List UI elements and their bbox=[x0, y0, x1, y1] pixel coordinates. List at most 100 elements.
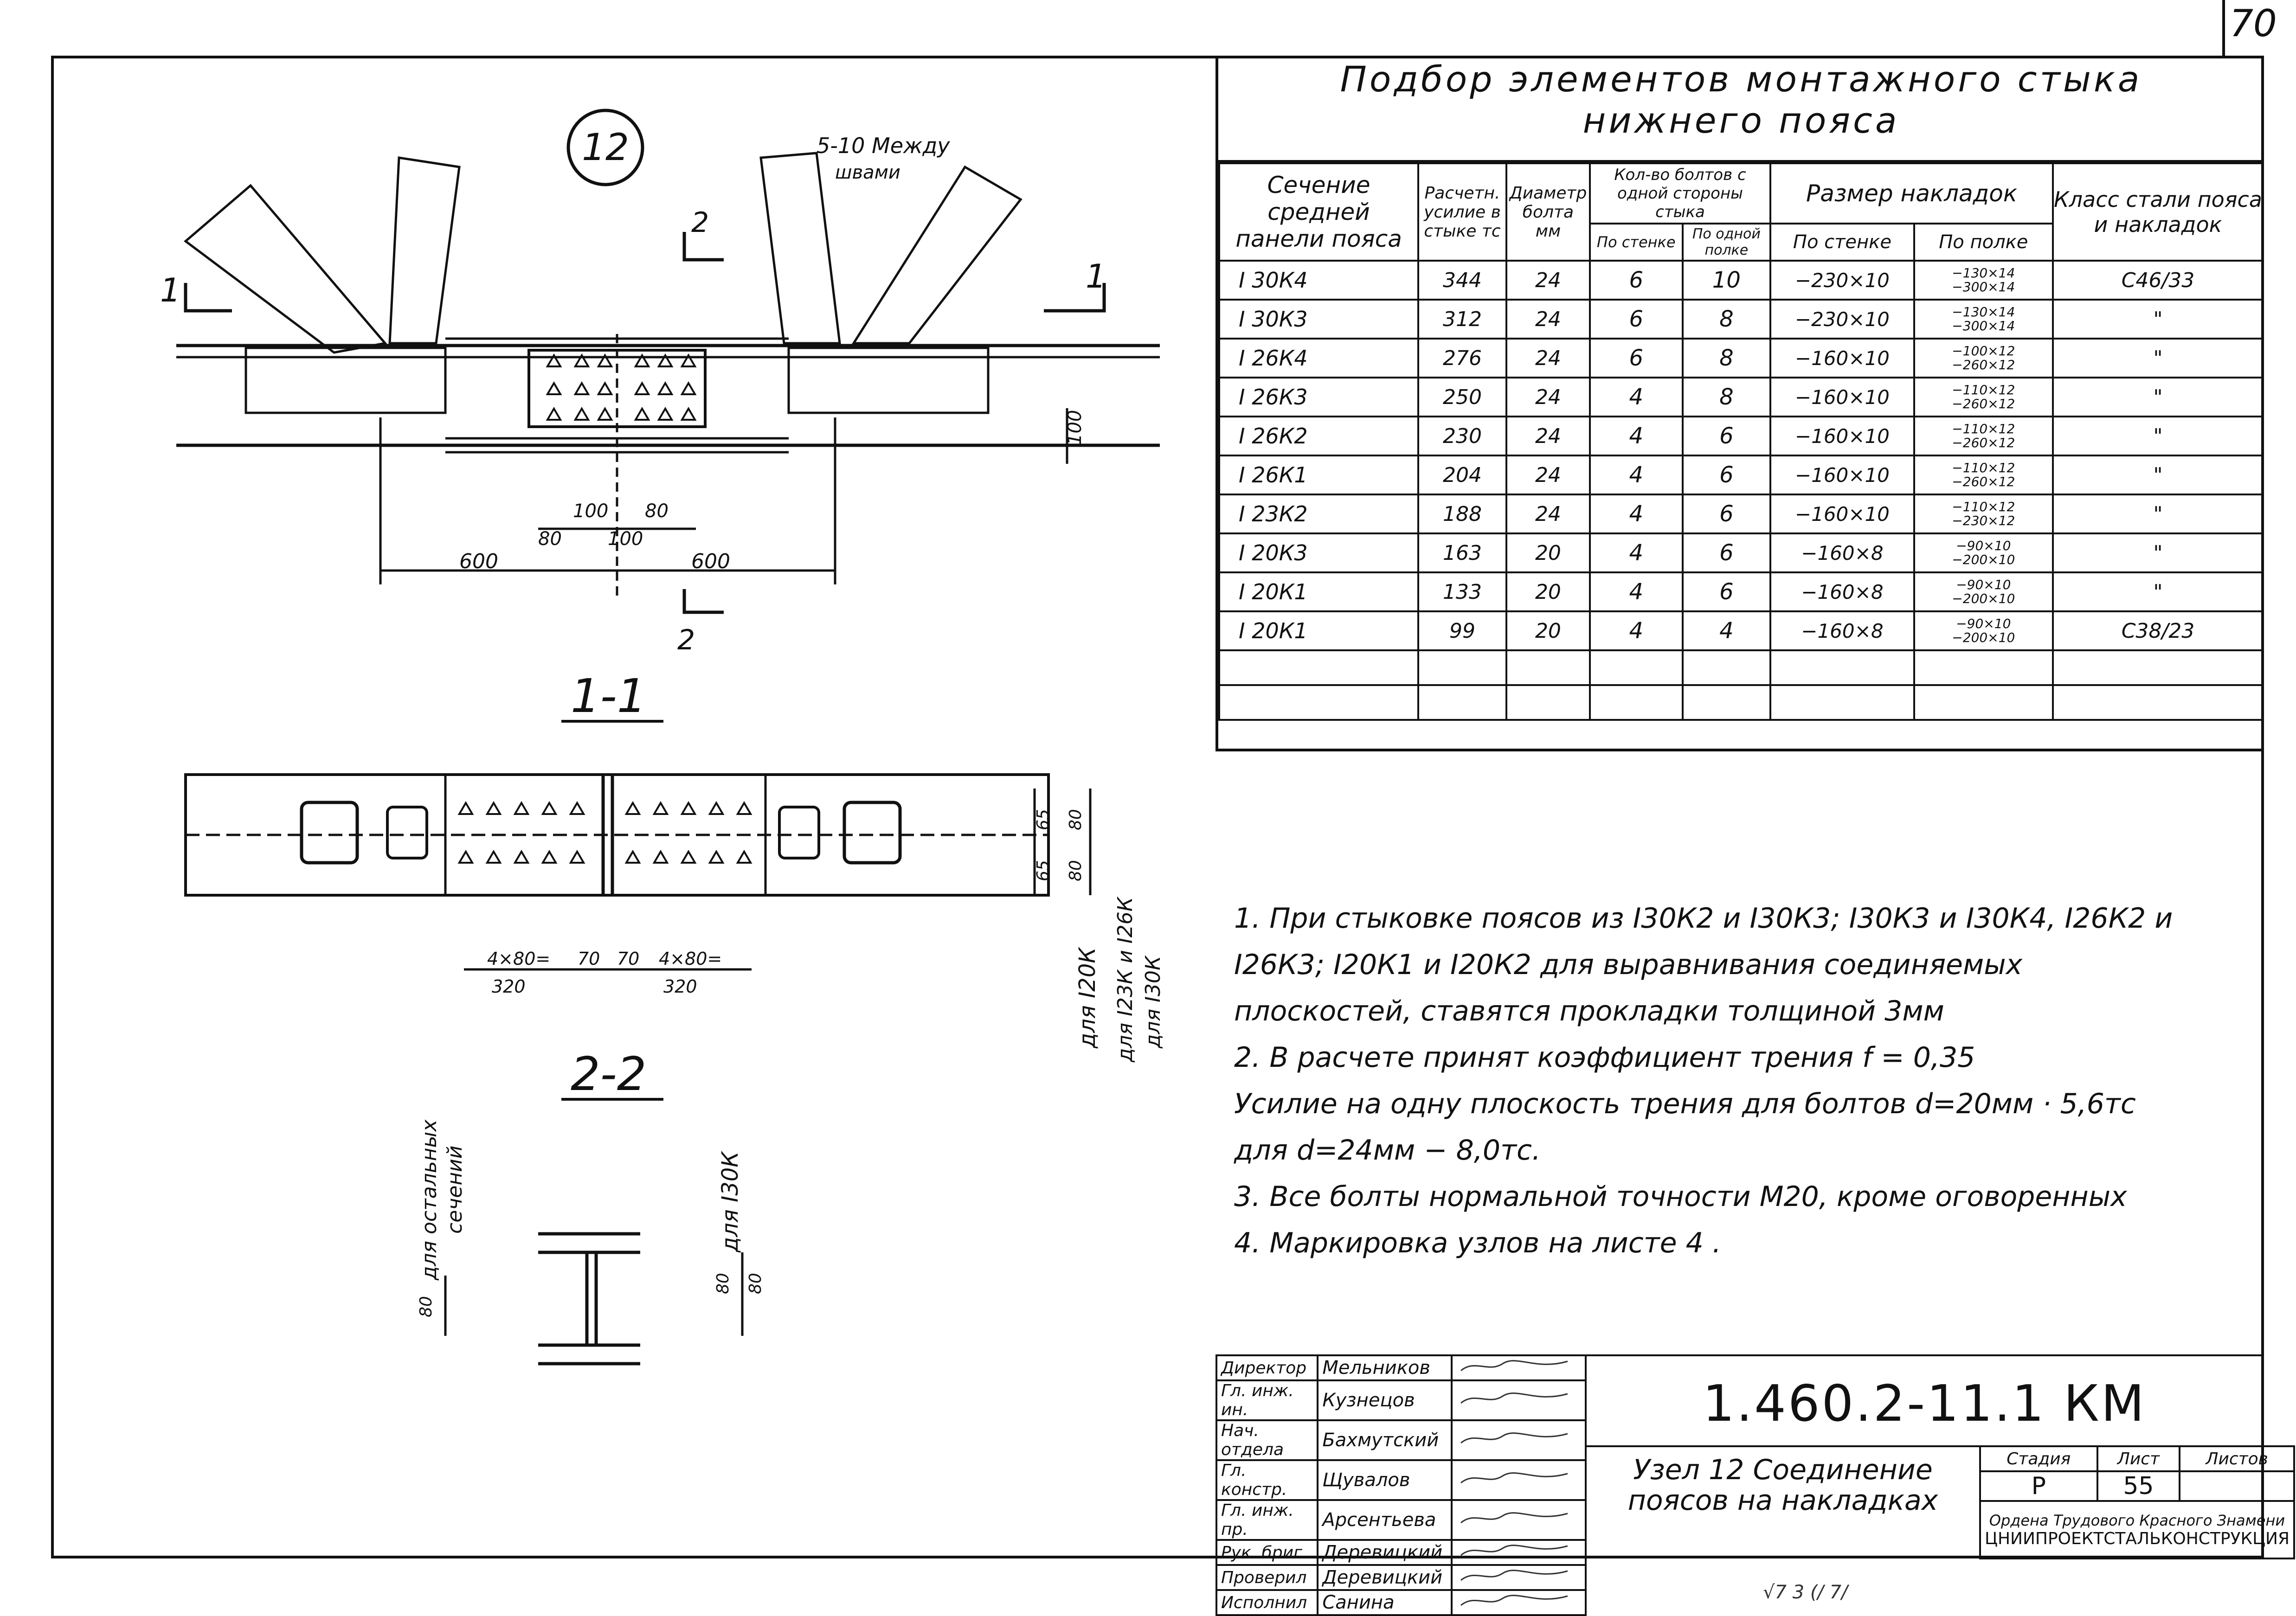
signature-name: Мельников bbox=[1317, 1354, 1453, 1381]
section-1-1-title: 1-1 bbox=[571, 669, 646, 723]
plate-flange-2: −300×14 bbox=[1952, 318, 2015, 333]
signature-role: Гл. инж. пр. bbox=[1215, 1499, 1319, 1541]
s22-label-right: для I30К bbox=[717, 1151, 743, 1253]
plate-flange-1: −110×12 bbox=[1952, 421, 2015, 436]
cell-steel-class: " bbox=[2052, 494, 2264, 534]
cell-force: 344 bbox=[1417, 260, 1507, 301]
plate-flange-2: −200×10 bbox=[1952, 630, 2015, 645]
table-row-empty bbox=[1218, 649, 2264, 686]
cell-bolts-flange: 6 bbox=[1681, 532, 1772, 573]
s11-dim-65b: 65 bbox=[1034, 860, 1053, 881]
box-section-1 bbox=[300, 801, 359, 865]
plate-flange-1: −130×14 bbox=[1952, 265, 2015, 281]
cell-steel-class: " bbox=[2052, 532, 2264, 573]
cell-bolts-flange: 8 bbox=[1681, 338, 1772, 378]
signature-name: Арсентьева bbox=[1317, 1499, 1453, 1541]
node-number-circle bbox=[566, 109, 644, 186]
signature-row: Рук. бриг.Деревицкий bbox=[1215, 1539, 1587, 1566]
th-section: Сечение средней панели пояса bbox=[1218, 162, 1420, 262]
signature-row: Гл. констр.Щувалов bbox=[1215, 1459, 1587, 1501]
cell-section: I 30К3 bbox=[1218, 299, 1420, 340]
box-section-2 bbox=[386, 806, 428, 859]
dim-600-left: 600 bbox=[459, 550, 498, 573]
note-4: 4. Маркировка узлов на листе 4 . bbox=[1234, 1227, 1721, 1259]
s22-label-left-1: для остальных bbox=[418, 1119, 441, 1281]
cell-steel-class: С46/33 bbox=[2052, 260, 2264, 301]
dim-100-side: 100 bbox=[1064, 410, 1086, 445]
i-beam-section bbox=[538, 1232, 640, 1366]
signature bbox=[1451, 1499, 1587, 1541]
th-bolt-count: Кол-во болтов с одной стороны стыка bbox=[1589, 162, 1772, 224]
sheet-corner-number: 70 bbox=[2230, 2, 2277, 45]
cell-plate-web: −160×8 bbox=[1769, 571, 1915, 612]
s11-dim-right: 4×80= bbox=[659, 949, 722, 969]
left-gusset bbox=[244, 346, 447, 414]
sheets-label: Листов bbox=[2179, 1445, 2295, 1472]
notes: 1. При стыковке поясов из I30К2 и I30К3;… bbox=[1234, 895, 2208, 1266]
cell-bolts-web: 6 bbox=[1589, 299, 1684, 340]
cell-plate-web: −160×8 bbox=[1769, 610, 1915, 651]
table-title-line1: Подбор элементов монтажного стыка bbox=[1340, 58, 2142, 100]
corner-divider bbox=[2222, 0, 2225, 58]
th-plate-web: По стенке bbox=[1769, 223, 1915, 262]
plate-flange-1: −90×10 bbox=[1956, 616, 2011, 631]
cell-section: I 26К1 bbox=[1218, 455, 1420, 495]
plate-flange-1: −110×12 bbox=[1952, 499, 2015, 514]
right-diagonal-member bbox=[851, 165, 1023, 345]
cut-mark-2-top: 2 bbox=[691, 206, 709, 239]
right-vertical-member bbox=[759, 152, 841, 345]
s22-dim-left: 80 bbox=[417, 1296, 436, 1317]
cell-force: 312 bbox=[1417, 299, 1507, 340]
selection-table: Сечение средней панели пояса Расчетн. ус… bbox=[1218, 162, 2264, 721]
note-2: 2. В расчете принят коэффициент трения f… bbox=[1234, 1041, 1975, 1074]
dim-100-a: 100 bbox=[573, 500, 608, 522]
cell-plate-web: −160×8 bbox=[1769, 532, 1915, 573]
doc-code: 1.460.2-11.1 КМ bbox=[1703, 1375, 2146, 1433]
section-2-2-title: 2-2 bbox=[571, 1047, 646, 1101]
th-steel-class: Класс стали пояса и накладок bbox=[2052, 162, 2264, 262]
cell-plate-flange: −130×14−300×14 bbox=[1913, 260, 2054, 301]
stage-label: Стадия bbox=[1979, 1445, 2098, 1472]
signature bbox=[1451, 1589, 1587, 1616]
th-force: Расчетн. усилие в стыке тс bbox=[1417, 162, 1507, 262]
box-section-3 bbox=[778, 806, 820, 859]
plate-flange-2: −230×12 bbox=[1952, 513, 2015, 528]
org-line-2: ЦНИИПРОЕКТСТАЛЬКОНСТРУКЦИЯ bbox=[1985, 1529, 2290, 1548]
weld-note-1: 5-10 Между bbox=[817, 133, 950, 158]
cell-diameter: 24 bbox=[1505, 377, 1591, 417]
stage-value: Р bbox=[1979, 1470, 2098, 1502]
cell-bolts-flange: 6 bbox=[1681, 494, 1772, 534]
th-diameter: Диаметр болта мм bbox=[1505, 162, 1591, 262]
signature bbox=[1451, 1354, 1587, 1381]
th-plate-flange: По полке bbox=[1913, 223, 2054, 262]
cell-bolts-web: 4 bbox=[1589, 610, 1684, 651]
cell-bolts-flange: 6 bbox=[1681, 455, 1772, 495]
dim-100-b: 100 bbox=[608, 528, 643, 550]
table-title-box: Подбор элементов монтажного стыка нижнег… bbox=[1218, 56, 2264, 162]
cell-bolts-flange: 10 bbox=[1681, 260, 1772, 301]
drawing-frame bbox=[51, 56, 2264, 1558]
plate-flange-2: −260×12 bbox=[1952, 396, 2015, 411]
drawing-title: Узел 12 Соединение поясов на накладках bbox=[1587, 1445, 1981, 1557]
signature bbox=[1451, 1539, 1587, 1566]
plate-flange-1: −90×10 bbox=[1956, 538, 2011, 553]
sheet-value: 55 bbox=[2096, 1470, 2181, 1502]
cell-plate-flange: −110×12−230×12 bbox=[1913, 494, 2054, 534]
signature bbox=[1451, 1419, 1587, 1461]
s11-dim-right-total: 320 bbox=[663, 976, 697, 997]
cell-steel-class: " bbox=[2052, 299, 2264, 340]
section-1-1-bolts bbox=[457, 801, 752, 864]
cell-plate-web: −160×10 bbox=[1769, 494, 1915, 534]
th-plate-size: Размер накладок bbox=[1769, 162, 2054, 224]
cell-section: I 23К2 bbox=[1218, 494, 1420, 534]
note-2b: Усилие на одну плоскость трения для болт… bbox=[1234, 1088, 2136, 1120]
cell-diameter: 20 bbox=[1505, 571, 1591, 612]
cell-plate-web: −160×10 bbox=[1769, 377, 1915, 417]
